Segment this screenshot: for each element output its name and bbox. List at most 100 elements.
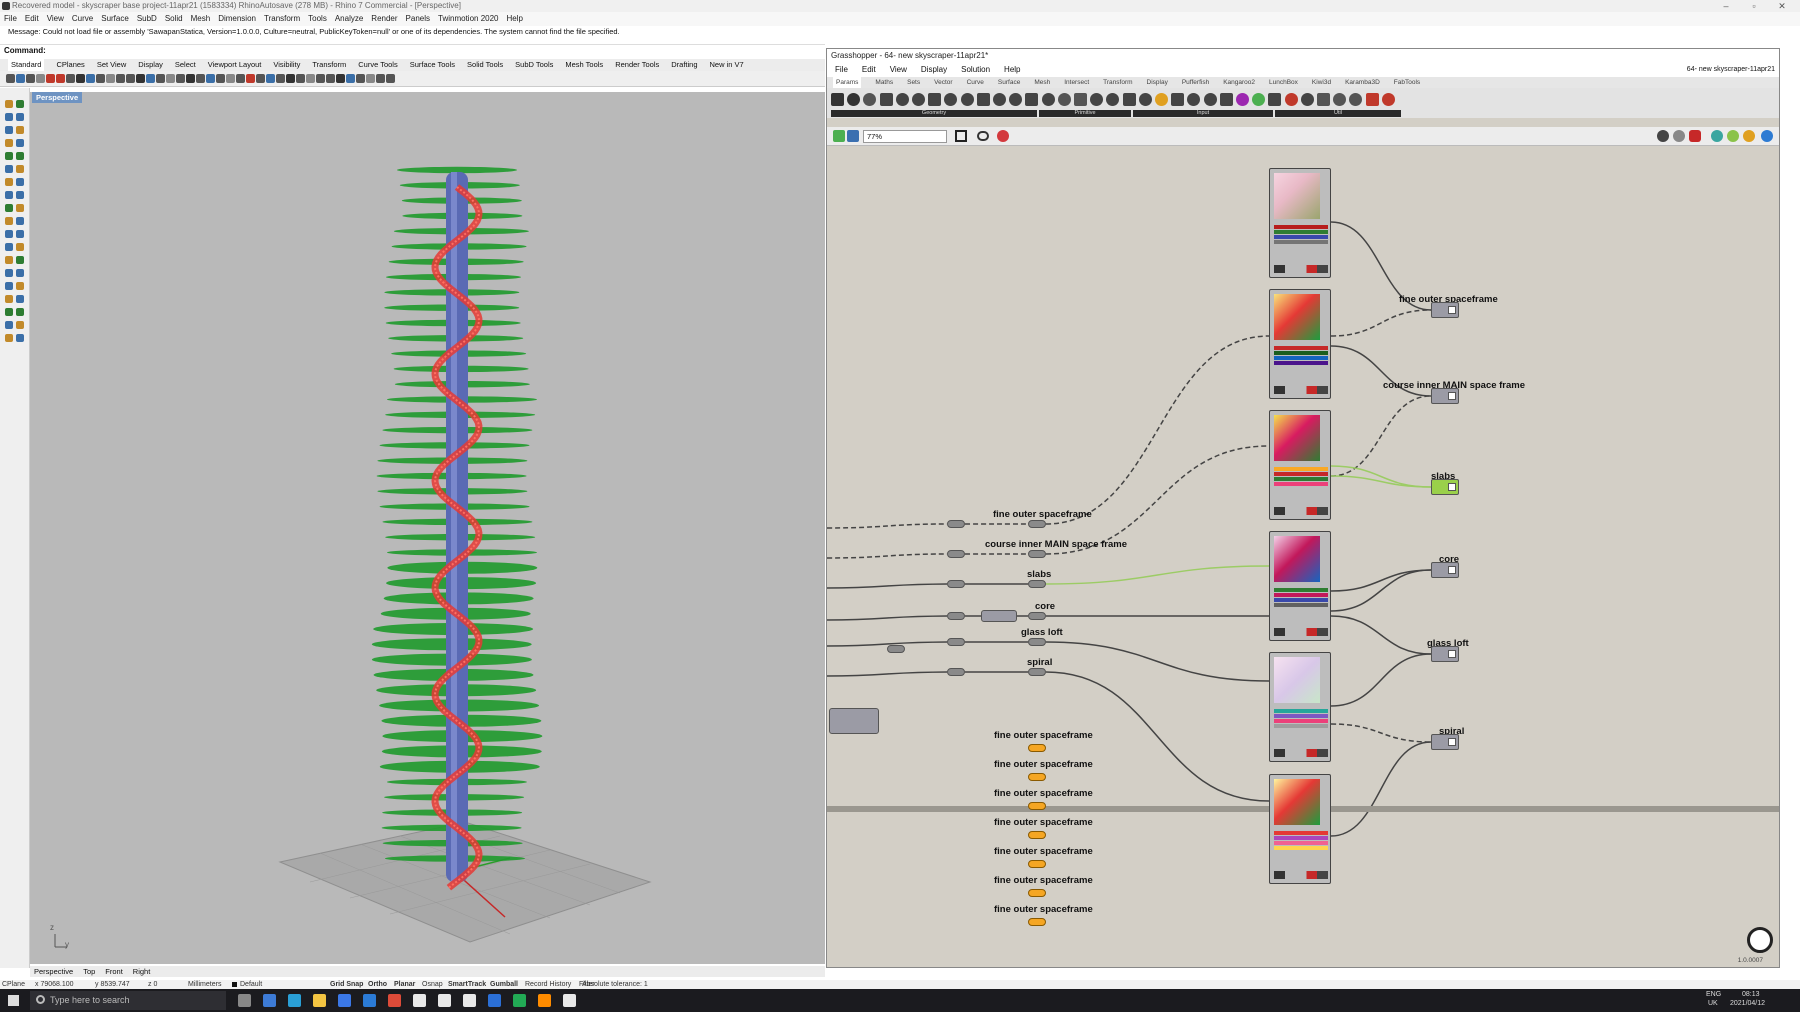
swatch-buttons[interactable]	[1274, 265, 1328, 273]
status-toggle[interactable]: Osnap	[422, 981, 443, 988]
viewport-tab[interactable]: Top	[83, 967, 96, 976]
gh-component-icon[interactable]	[993, 93, 1006, 106]
toolbar-tab[interactable]: Surface Tools	[409, 60, 456, 69]
status-toggle[interactable]: Ortho	[368, 981, 388, 988]
taskbar-app-icon[interactable]	[338, 994, 351, 1007]
gh-component-icon[interactable]	[1252, 93, 1266, 106]
tool-icon[interactable]	[216, 74, 225, 83]
tool-icon[interactable]	[306, 74, 315, 83]
tool-icon[interactable]	[16, 152, 24, 160]
toolbar-tab[interactable]: Visibility	[273, 60, 301, 69]
tool-icon[interactable]	[16, 256, 24, 264]
tool-icon[interactable]	[16, 295, 24, 303]
taskbar-search[interactable]: Type here to search	[30, 991, 226, 1010]
custom-preview-component[interactable]	[1431, 302, 1459, 318]
tool-icon[interactable]	[326, 74, 335, 83]
tool-icon[interactable]	[346, 74, 355, 83]
gh-tab[interactable]: Pufferfish	[1181, 79, 1210, 86]
panel-util[interactable]: Util	[1275, 110, 1401, 117]
gh-component-icon[interactable]	[1025, 93, 1039, 106]
toolbar-tab[interactable]: CPlanes	[56, 60, 85, 69]
tool-icon[interactable]	[206, 74, 215, 83]
relay-node-orange[interactable]	[1028, 889, 1046, 897]
colour-picker[interactable]	[1274, 415, 1320, 461]
tool-icon[interactable]	[5, 178, 13, 186]
colour-swatch-component[interactable]	[1269, 410, 1331, 520]
relay-node-orange[interactable]	[1028, 773, 1046, 781]
status-units[interactable]: Millimeters	[188, 981, 222, 988]
tool-icon[interactable]	[5, 243, 13, 251]
tool-icon[interactable]	[26, 74, 35, 83]
command-prompt[interactable]: Command:	[0, 44, 825, 56]
taskbar-app-icon[interactable]	[538, 994, 551, 1007]
gh-menu-item[interactable]: Display	[920, 65, 948, 74]
gh-component-icon[interactable]	[863, 93, 877, 106]
toolbar-tab[interactable]: Select	[174, 60, 196, 69]
gh-component-icon[interactable]	[1009, 93, 1023, 106]
status-toggle[interactable]: Record History	[525, 981, 572, 988]
tool-icon[interactable]	[5, 165, 13, 173]
tool-icon[interactable]	[5, 256, 13, 264]
colour-swatch-component[interactable]	[1269, 531, 1331, 641]
swatch-buttons[interactable]	[1274, 628, 1328, 636]
tool-icon[interactable]	[36, 74, 45, 83]
tool-icon[interactable]	[5, 269, 13, 277]
tool-icon[interactable]	[146, 74, 155, 83]
relay-node[interactable]	[947, 550, 965, 558]
gh-component-icon[interactable]	[944, 93, 958, 106]
gh-menu-item[interactable]: View	[889, 65, 907, 74]
tool-icon[interactable]	[16, 308, 24, 316]
tool-icon[interactable]	[246, 74, 255, 83]
gh-component-icon[interactable]	[1203, 93, 1217, 106]
sketch-icon[interactable]	[997, 130, 1009, 142]
gh-tab[interactable]: Vector	[934, 79, 953, 86]
gh-tab[interactable]: Surface	[997, 79, 1021, 86]
tool-icon[interactable]	[196, 74, 205, 83]
gh-component-icon[interactable]	[912, 93, 925, 106]
menu-item[interactable]: Curve	[71, 14, 94, 23]
tool-icon[interactable]	[176, 74, 185, 83]
tool-icon[interactable]	[5, 321, 13, 329]
tool-icon[interactable]	[16, 282, 24, 290]
gh-component-icon[interactable]	[1155, 93, 1168, 106]
gh-menu-item[interactable]: Help	[1004, 65, 1021, 74]
tool-icon[interactable]	[66, 74, 75, 83]
colour-sliders[interactable]	[1274, 225, 1328, 247]
colour-picker[interactable]	[1274, 779, 1320, 825]
gh-component-icon[interactable]	[1074, 93, 1087, 106]
relay-node[interactable]	[947, 668, 965, 676]
tool-icon[interactable]	[156, 74, 165, 83]
gh-tab[interactable]: Display	[1146, 79, 1168, 86]
swatch-buttons[interactable]	[1274, 386, 1328, 394]
tool-icon[interactable]	[6, 74, 15, 83]
tool-icon[interactable]	[5, 113, 13, 121]
tool-icon[interactable]	[16, 204, 24, 212]
preview-wire-icon[interactable]	[1673, 130, 1685, 142]
close-icon[interactable]: ✕	[1778, 1, 1786, 11]
zoom-field[interactable]: 77%	[863, 130, 947, 143]
tool-icon[interactable]	[5, 191, 13, 199]
status-toggle[interactable]: Grid Snap	[330, 981, 364, 988]
custom-preview-component[interactable]	[1431, 734, 1459, 750]
menu-item[interactable]: Dimension	[218, 14, 256, 23]
toolbar-tab[interactable]: Set View	[96, 60, 127, 69]
gh-tab[interactable]: Sets	[907, 79, 921, 86]
menu-item[interactable]: Twinmotion 2020	[438, 14, 499, 23]
gh-component-icon[interactable]	[895, 93, 909, 106]
tool-icon[interactable]	[256, 74, 265, 83]
gh-component-icon[interactable]	[1041, 93, 1055, 106]
status-toggle[interactable]: Filter	[579, 981, 595, 988]
colour-sliders[interactable]	[1274, 346, 1328, 368]
tool-icon[interactable]	[5, 152, 13, 160]
custom-preview-component[interactable]	[1431, 388, 1459, 404]
custom-preview-component[interactable]	[1431, 479, 1459, 495]
taskbar-app-icon[interactable]	[513, 994, 526, 1007]
tool-icon[interactable]	[116, 74, 125, 83]
toolbar-tab[interactable]: Display	[138, 60, 163, 69]
maximize-icon[interactable]: ▫	[1752, 1, 1756, 11]
data-node[interactable]	[981, 610, 1017, 622]
toolbar-tab[interactable]: Standard	[8, 59, 45, 71]
taskbar-lang[interactable]: ENG	[1706, 991, 1722, 998]
taskbar-time[interactable]: 08:13	[1742, 991, 1760, 998]
menu-item[interactable]: Surface	[101, 14, 129, 23]
